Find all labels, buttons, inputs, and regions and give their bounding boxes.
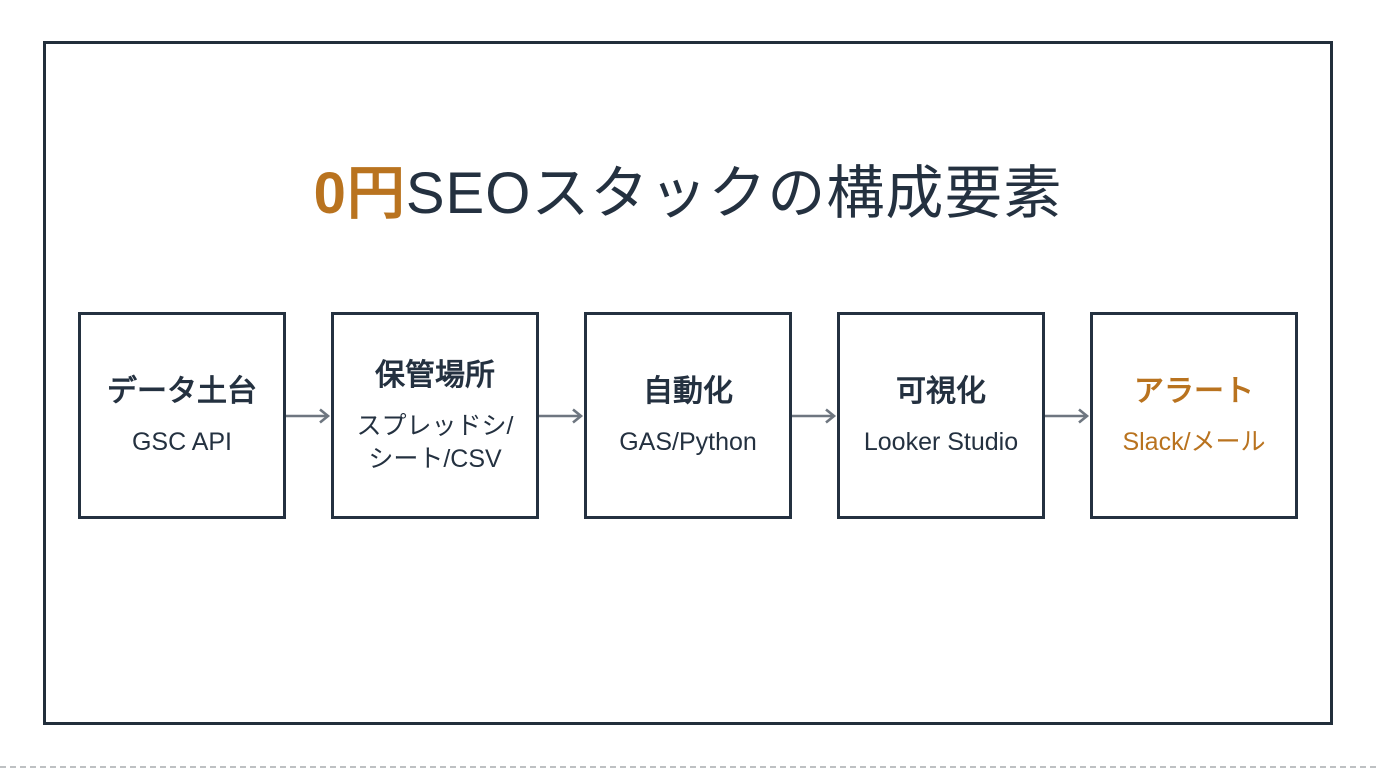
flow-diagram: データ土台 GSC API 保管場所 スプレッドシ/ シート/CSV bbox=[46, 312, 1330, 519]
slide-frame: 0円SEOスタックの構成要素 データ土台 GSC API 保管場所 スプレッドシ… bbox=[43, 41, 1333, 725]
flow-arrow bbox=[792, 312, 837, 519]
flow-box-storage: 保管場所 スプレッドシ/ シート/CSV bbox=[331, 312, 539, 519]
box-subtext: GAS/Python bbox=[619, 428, 757, 456]
title-text: SEOスタックの構成要素 bbox=[405, 161, 1063, 226]
arrow-right-icon bbox=[286, 407, 331, 424]
bottom-edge-artifact bbox=[0, 766, 1376, 768]
box-heading: 可視化 bbox=[896, 375, 986, 408]
flow-box-data-foundation: データ土台 GSC API bbox=[78, 312, 286, 519]
title-highlight: 0円 bbox=[313, 161, 406, 226]
box-heading: データ土台 bbox=[107, 375, 257, 408]
box-heading: 自動化 bbox=[643, 375, 733, 408]
box-subtext: スプレッドシ/ シート/CSV bbox=[356, 411, 514, 473]
flow-arrow bbox=[539, 312, 584, 519]
arrow-right-icon bbox=[1045, 407, 1090, 424]
flow-box-automation: 自動化 GAS/Python bbox=[584, 312, 792, 519]
box-heading: 保管場所 bbox=[375, 358, 495, 392]
page-title: 0円SEOスタックの構成要素 bbox=[46, 159, 1330, 229]
box-subtext: GSC API bbox=[131, 428, 233, 456]
flow-box-alert: アラート Slack/メール bbox=[1090, 312, 1298, 519]
box-heading: アラート bbox=[1134, 375, 1254, 408]
arrow-right-icon bbox=[539, 407, 584, 424]
arrow-right-icon bbox=[792, 407, 837, 424]
flow-arrow bbox=[1045, 312, 1090, 519]
box-subtext: Slack/メール bbox=[1122, 428, 1266, 456]
flow-arrow bbox=[286, 312, 331, 519]
flow-box-visualization: 可視化 Looker Studio bbox=[837, 312, 1045, 519]
box-subtext: Looker Studio bbox=[863, 428, 1019, 456]
